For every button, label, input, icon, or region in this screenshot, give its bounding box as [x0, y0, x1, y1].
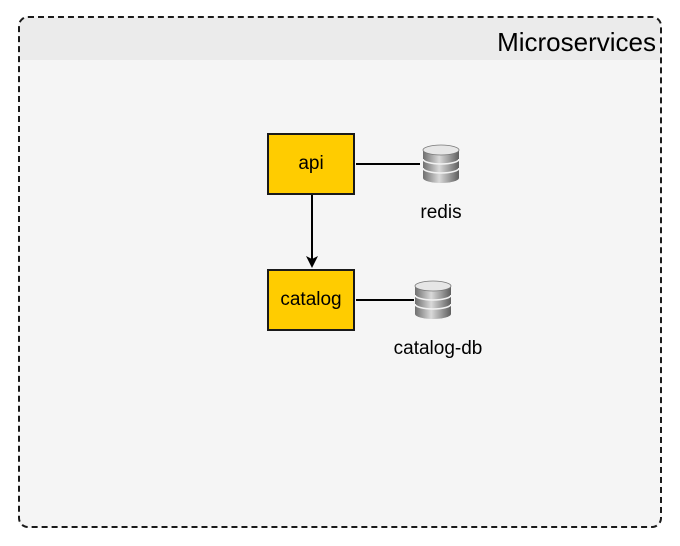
- service-api[interactable]: api: [267, 133, 355, 195]
- redis-label: redis: [420, 202, 462, 223]
- service-api-label: api: [298, 153, 324, 174]
- group-header: Microservices: [20, 18, 660, 60]
- database-icon[interactable]: [421, 144, 461, 184]
- catalog-db-label: catalog-db: [393, 338, 483, 359]
- microservices-group[interactable]: Microservices: [18, 16, 662, 528]
- service-catalog[interactable]: catalog: [267, 269, 355, 331]
- group-title: Microservices: [497, 27, 656, 57]
- database-icon[interactable]: [413, 280, 453, 320]
- service-catalog-label: catalog: [280, 289, 342, 310]
